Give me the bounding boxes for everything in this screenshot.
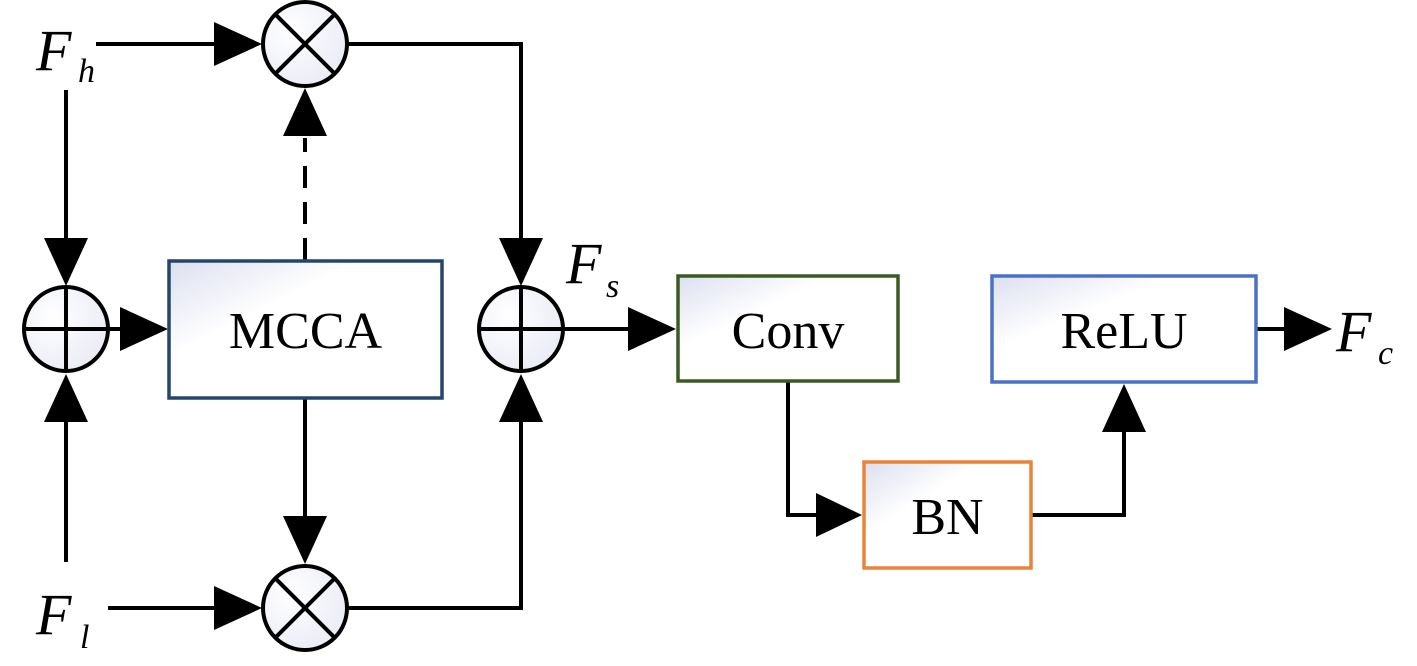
arrowhead-sum-to-mcca	[120, 307, 168, 351]
label-fs-sub: s	[606, 268, 619, 305]
connections	[64, 42, 1285, 610]
label-fc-main: F	[1335, 299, 1372, 364]
line-conv-to-bn	[786, 382, 818, 517]
line-bn-to-relu	[1031, 432, 1126, 517]
mcca-block: MCCA	[167, 259, 444, 400]
arrowhead-fh-down	[44, 238, 88, 286]
relu-label: ReLU	[1060, 303, 1187, 360]
label-fl: F l	[35, 582, 89, 656]
bn-block: BN	[862, 460, 1033, 570]
arrowhead-to-bn	[816, 493, 862, 537]
sum-node-right	[477, 285, 565, 373]
arrowhead-to-relu	[1102, 384, 1146, 432]
arrowhead-to-fc	[1284, 307, 1332, 351]
label-fl-main: F	[35, 582, 72, 647]
label-fc-sub: c	[1378, 335, 1393, 372]
arrowhead-mcca-down	[283, 516, 327, 564]
arrowhead-fh-right	[214, 22, 262, 66]
arrowhead-mcca-up	[283, 88, 327, 136]
label-fs-main: F	[565, 231, 602, 296]
line-multiply-bottom-to-sum-right	[348, 420, 523, 610]
label-fl-sub: l	[80, 619, 89, 656]
bn-label: BN	[911, 489, 983, 546]
arrowhead-to-conv	[628, 307, 676, 351]
multiply-node-bottom	[261, 564, 349, 652]
arrowhead-fl-right	[214, 586, 262, 630]
label-fc: F c	[1335, 299, 1393, 372]
arrowheads	[44, 22, 1332, 630]
arrowhead-fl-up	[44, 374, 88, 422]
line-multiply-top-to-sum-right	[348, 42, 523, 240]
multiply-node-top	[261, 0, 349, 88]
conv-label: Conv	[732, 303, 845, 360]
label-fh-sub: h	[78, 53, 95, 90]
relu-block: ReLU	[990, 274, 1258, 384]
arrowhead-bottom-to-sum	[499, 374, 543, 422]
conv-block: Conv	[676, 274, 900, 383]
sum-node-left	[22, 285, 110, 373]
label-fh: F h	[35, 18, 95, 90]
label-fs: F s	[565, 231, 619, 305]
mcca-label: MCCA	[229, 303, 383, 360]
label-fh-main: F	[35, 18, 72, 83]
arrowhead-top-to-sum	[499, 238, 543, 286]
